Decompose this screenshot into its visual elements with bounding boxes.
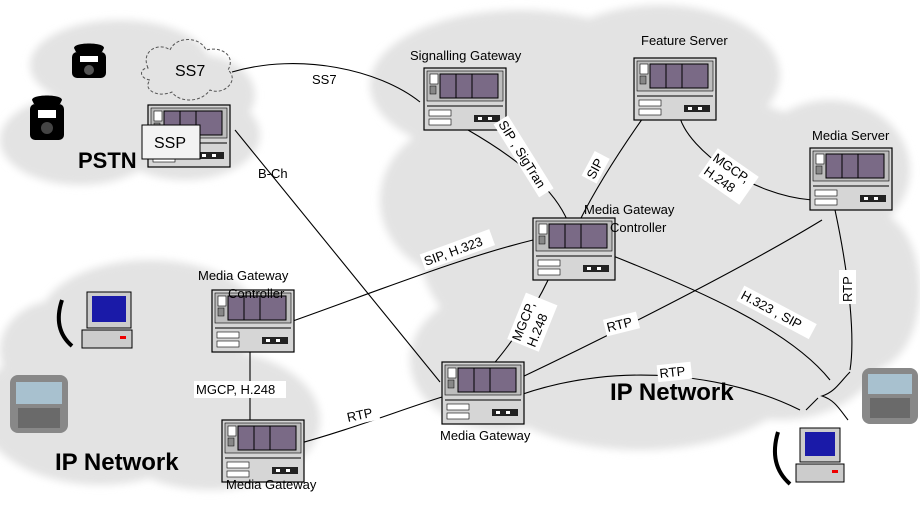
ip-network-right-label: IP Network	[610, 379, 734, 406]
link-bch	[234, 129, 441, 383]
mg-left-server-icon	[221, 419, 305, 483]
mgc-center-label-line2: Controller	[610, 220, 667, 235]
link-label-bch: B-Ch	[258, 166, 288, 181]
mgc-center-server-icon	[532, 217, 616, 281]
link-label-mgcp-left-group: MGCP, H.248	[194, 381, 286, 398]
link-label-rtp-bottom: RTP	[659, 363, 686, 381]
link-label-ss7: SS7	[312, 72, 337, 87]
mgc-center-label: Media Gateway	[584, 202, 675, 217]
link-h323-sip	[597, 249, 831, 381]
link-label-sip-group: SIP	[581, 150, 610, 184]
ssp-box	[141, 124, 201, 160]
link-sip-h323	[289, 239, 534, 323]
link-rtp-center	[519, 219, 823, 379]
pstn-phone-icon	[72, 43, 106, 78]
mg-center-label: Media Gateway	[440, 428, 531, 443]
pstn-phone-icon	[30, 95, 64, 140]
mgc-left-label-line2: Controller	[228, 286, 285, 301]
computer-icon	[772, 427, 845, 486]
link-sip	[579, 107, 651, 221]
link-label-mgcp-left: MGCP, H.248	[196, 382, 275, 397]
link-ss7	[231, 63, 421, 103]
link-label-rtp-right-group: RTP	[839, 270, 856, 304]
link-rtp-right	[834, 209, 853, 371]
mgc-left-label: Media Gateway	[198, 268, 289, 283]
mg-left-label: Media Gateway	[226, 477, 317, 492]
link-label-mgcp-right-group: MGCP, H.248	[698, 148, 759, 205]
link-label-rtp-center-group: RTP	[602, 311, 641, 337]
link-label-rtp-center: RTP	[605, 314, 634, 335]
link-label-rtp-left: RTP	[346, 405, 374, 425]
ip-network-left-label: IP Network	[55, 449, 179, 476]
ip-phone-icon	[862, 368, 918, 424]
link-label-rtp-left-group: RTP	[343, 402, 381, 427]
pstn-label: PSTN	[78, 148, 137, 173]
link-brace	[820, 371, 851, 421]
ss7-cloud	[141, 39, 233, 101]
computer-icon	[56, 291, 133, 349]
signalling-gateway-label: Signalling Gateway	[410, 48, 522, 63]
mg-center-server-icon	[441, 361, 525, 425]
media-server-icon	[809, 147, 893, 211]
feature-server-icon	[633, 57, 717, 121]
signalling-gateway-server-icon	[423, 67, 507, 131]
feature-server-label: Feature Server	[641, 33, 728, 48]
ssp-label: SSP	[154, 135, 186, 152]
media-server-label: Media Server	[812, 128, 890, 143]
link-label-rtp-bottom-group: RTP	[656, 361, 693, 383]
link-label-rtp-right: RTP	[840, 276, 855, 302]
ss7-cloud-label: SS7	[175, 63, 205, 80]
ip-phone-icon	[10, 375, 68, 433]
